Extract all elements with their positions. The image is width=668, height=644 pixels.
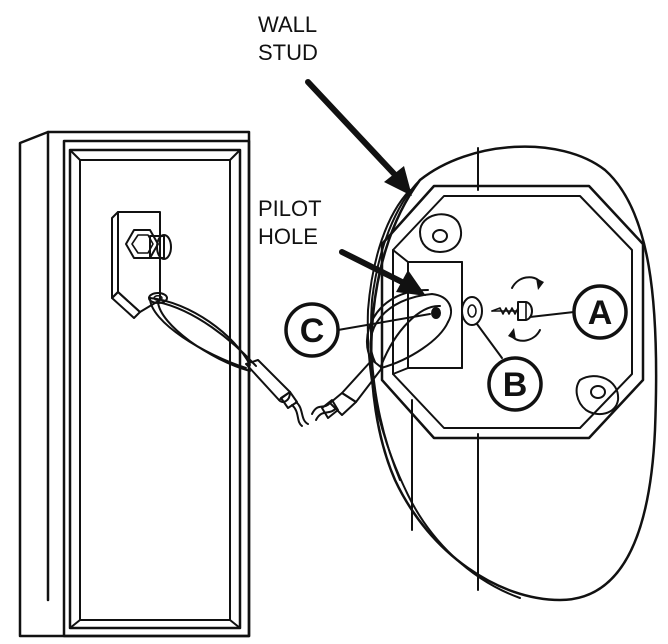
wall-stud-label-line1: WALL bbox=[258, 12, 317, 37]
wall-opening bbox=[366, 145, 658, 602]
callout-b: B bbox=[487, 356, 543, 412]
screw bbox=[491, 301, 533, 321]
arrow-icon bbox=[384, 166, 412, 196]
pilot-hole bbox=[431, 307, 441, 319]
callout-a-letter: A bbox=[588, 294, 613, 332]
callout-c: C bbox=[284, 302, 340, 358]
fixture-wire bbox=[149, 297, 309, 427]
callout-b-letter: B bbox=[503, 366, 528, 404]
junction-box bbox=[380, 184, 645, 440]
leaders bbox=[305, 79, 575, 359]
callout-c-letter: C bbox=[300, 312, 325, 350]
pilot-hole-label-line2: HOLE bbox=[258, 224, 318, 249]
pilot-hole-label-line1: PILOT bbox=[258, 196, 322, 221]
hardware bbox=[431, 276, 544, 342]
rotate-arrow-icon bbox=[508, 328, 516, 340]
callout-a: A bbox=[572, 284, 628, 340]
fixture-panel bbox=[18, 130, 251, 638]
washer bbox=[461, 296, 483, 326]
rotate-arrow-icon bbox=[536, 278, 544, 290]
arrow-icon bbox=[396, 270, 426, 296]
wall-stud-label-line2: STUD bbox=[258, 40, 318, 65]
